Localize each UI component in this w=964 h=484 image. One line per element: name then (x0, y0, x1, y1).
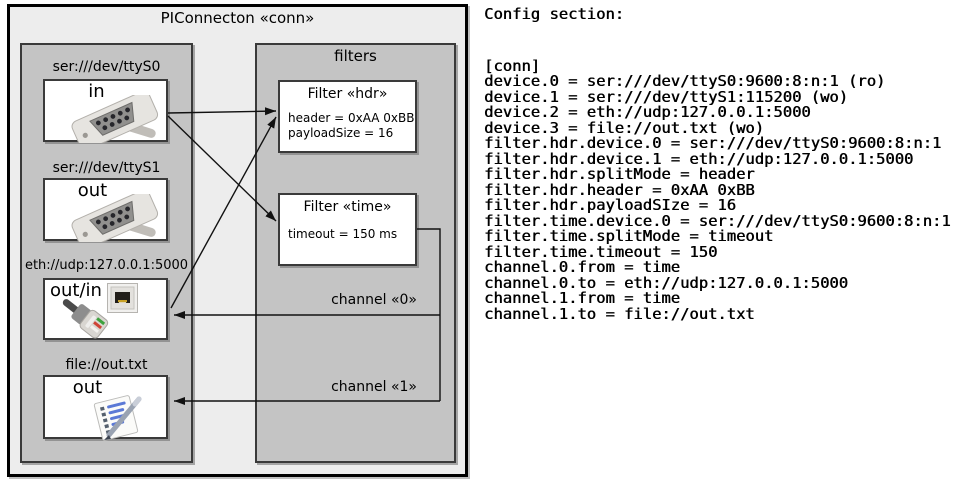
config-section-body: [conn] device.0 = ser:///dev/ttyS0:9600:… (484, 56, 951, 323)
serial-connector-icon (71, 95, 159, 143)
device-direction: out/in (50, 280, 102, 301)
device-label-ttyS0: ser:///dev/ttyS0 (52, 59, 161, 75)
filter-box-hdr: Filter «hdr» header = 0xAA 0xBB payloadS… (278, 80, 417, 153)
channel-0-label: channel «0» (331, 292, 417, 308)
device-box-ttyS0: in (43, 79, 168, 143)
filters-panel-title: filters (334, 47, 377, 65)
device-label-eth: eth://udp:127.0.0.1:5000 (24, 258, 189, 273)
filter-time-title: Filter «time» (303, 199, 392, 215)
filter-hdr-title: Filter «hdr» (307, 86, 388, 102)
device-box-file: out (43, 375, 168, 441)
device-direction: in (88, 81, 105, 102)
notepad-pencil-icon (93, 395, 142, 441)
device-direction: out (72, 377, 103, 398)
filter-hdr-properties: header = 0xAA 0xBB payloadSize = 16 (288, 111, 415, 140)
device-label-ttyS1: ser:///dev/ttyS1 (52, 160, 161, 176)
ethernet-port-icon (107, 283, 138, 313)
filter-box-time: Filter «time» timeout = 150 ms (278, 193, 417, 266)
config-section-heading: Config section: (484, 5, 624, 23)
filter-time-properties: timeout = 150 ms (288, 227, 398, 241)
device-direction: out (77, 180, 108, 201)
channel-1-label: channel «1» (331, 379, 417, 395)
ethernet-cable-icon (62, 299, 109, 339)
device-box-eth: out/in (43, 278, 168, 340)
device-box-ttyS1: out (43, 178, 168, 242)
diagram-title: PIConnecton «conn» (160, 9, 315, 27)
serial-connector-icon (71, 194, 159, 242)
device-label-file: file://out.txt (65, 357, 148, 373)
